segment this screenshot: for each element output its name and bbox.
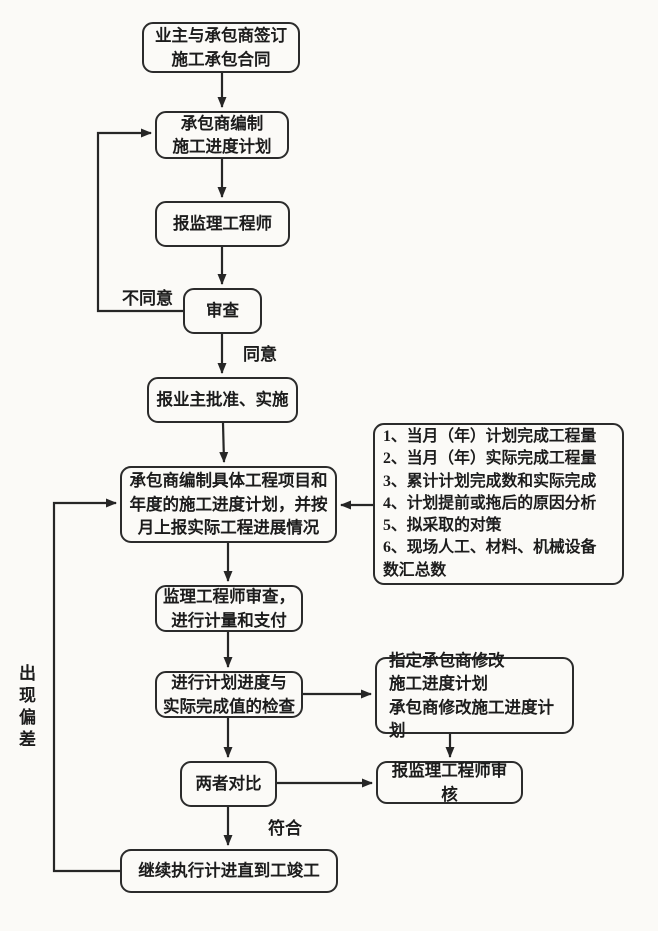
node-detailed-plan: 承包商编制具体工程项目和 年度的施工进度计划，并按 月上报实际工程进展情况 <box>120 466 337 543</box>
node-review: 审查 <box>183 288 262 334</box>
node-report-engineer-label: 报监理工程师 <box>173 214 272 234</box>
node-compare-label: 两者对比 <box>195 774 262 794</box>
node-report-audit: 报监理工程师审核 <box>376 761 523 804</box>
node-report-contents-label: 1、当月（年）计划完成工程量 2、当月（年）实际完成工程量 3、累计计划完成数和… <box>383 428 597 579</box>
node-sign-contract: 业主与承包商签订 施工承包合同 <box>142 22 300 73</box>
node-engineer-measure-pay-label: 监理工程师审查， 进行计量和支付 <box>163 587 295 630</box>
node-prepare-plan: 承包商编制 施工进度计划 <box>155 111 289 159</box>
node-review-label: 审查 <box>206 301 239 321</box>
edge-approve-to-detail <box>219 422 229 463</box>
node-progress-check: 进行计划进度与 实际完成值的检查 <box>155 671 303 718</box>
node-compare: 两者对比 <box>180 761 277 807</box>
label-conform: 符合 <box>268 819 302 838</box>
node-sign-contract-label: 业主与承包商签订 施工承包合同 <box>155 26 287 69</box>
label-disagree: 不同意 <box>122 289 173 308</box>
edge-disagree-loop <box>96 128 183 313</box>
node-owner-approve: 报业主批准、实施 <box>147 377 298 423</box>
node-report-contents: 1、当月（年）计划完成工程量 2、当月（年）实际完成工程量 3、累计计划完成数和… <box>373 423 624 585</box>
node-continue-execute-label: 继续执行计进直到工竣工 <box>138 861 320 881</box>
label-deviation: 出现偏差 <box>16 664 35 752</box>
node-prepare-plan-label: 承包商编制 施工进度计划 <box>172 113 272 156</box>
node-owner-approve-label: 报业主批准、实施 <box>156 390 289 410</box>
node-detailed-plan-label: 承包商编制具体工程项目和 年度的施工进度计划，并按 月上报实际工程进展情况 <box>129 471 328 538</box>
edge-deviation-loop <box>52 498 120 873</box>
node-modify-plan: 指定承包商修改 施工进度计划 承包商修改施工进度计划 <box>375 651 574 740</box>
node-modify-plan-label: 指定承包商修改 施工进度计划 承包商修改施工进度计划 <box>389 650 554 740</box>
node-progress-check-label: 进行计划进度与 实际完成值的检查 <box>163 673 295 716</box>
node-engineer-measure-pay: 监理工程师审查， 进行计量和支付 <box>155 585 303 632</box>
label-agree: 同意 <box>243 345 277 364</box>
node-report-engineer: 报监理工程师 <box>155 201 290 247</box>
node-continue-execute: 继续执行计进直到工竣工 <box>120 849 338 893</box>
node-report-audit-label: 报监理工程师审核 <box>391 761 508 804</box>
